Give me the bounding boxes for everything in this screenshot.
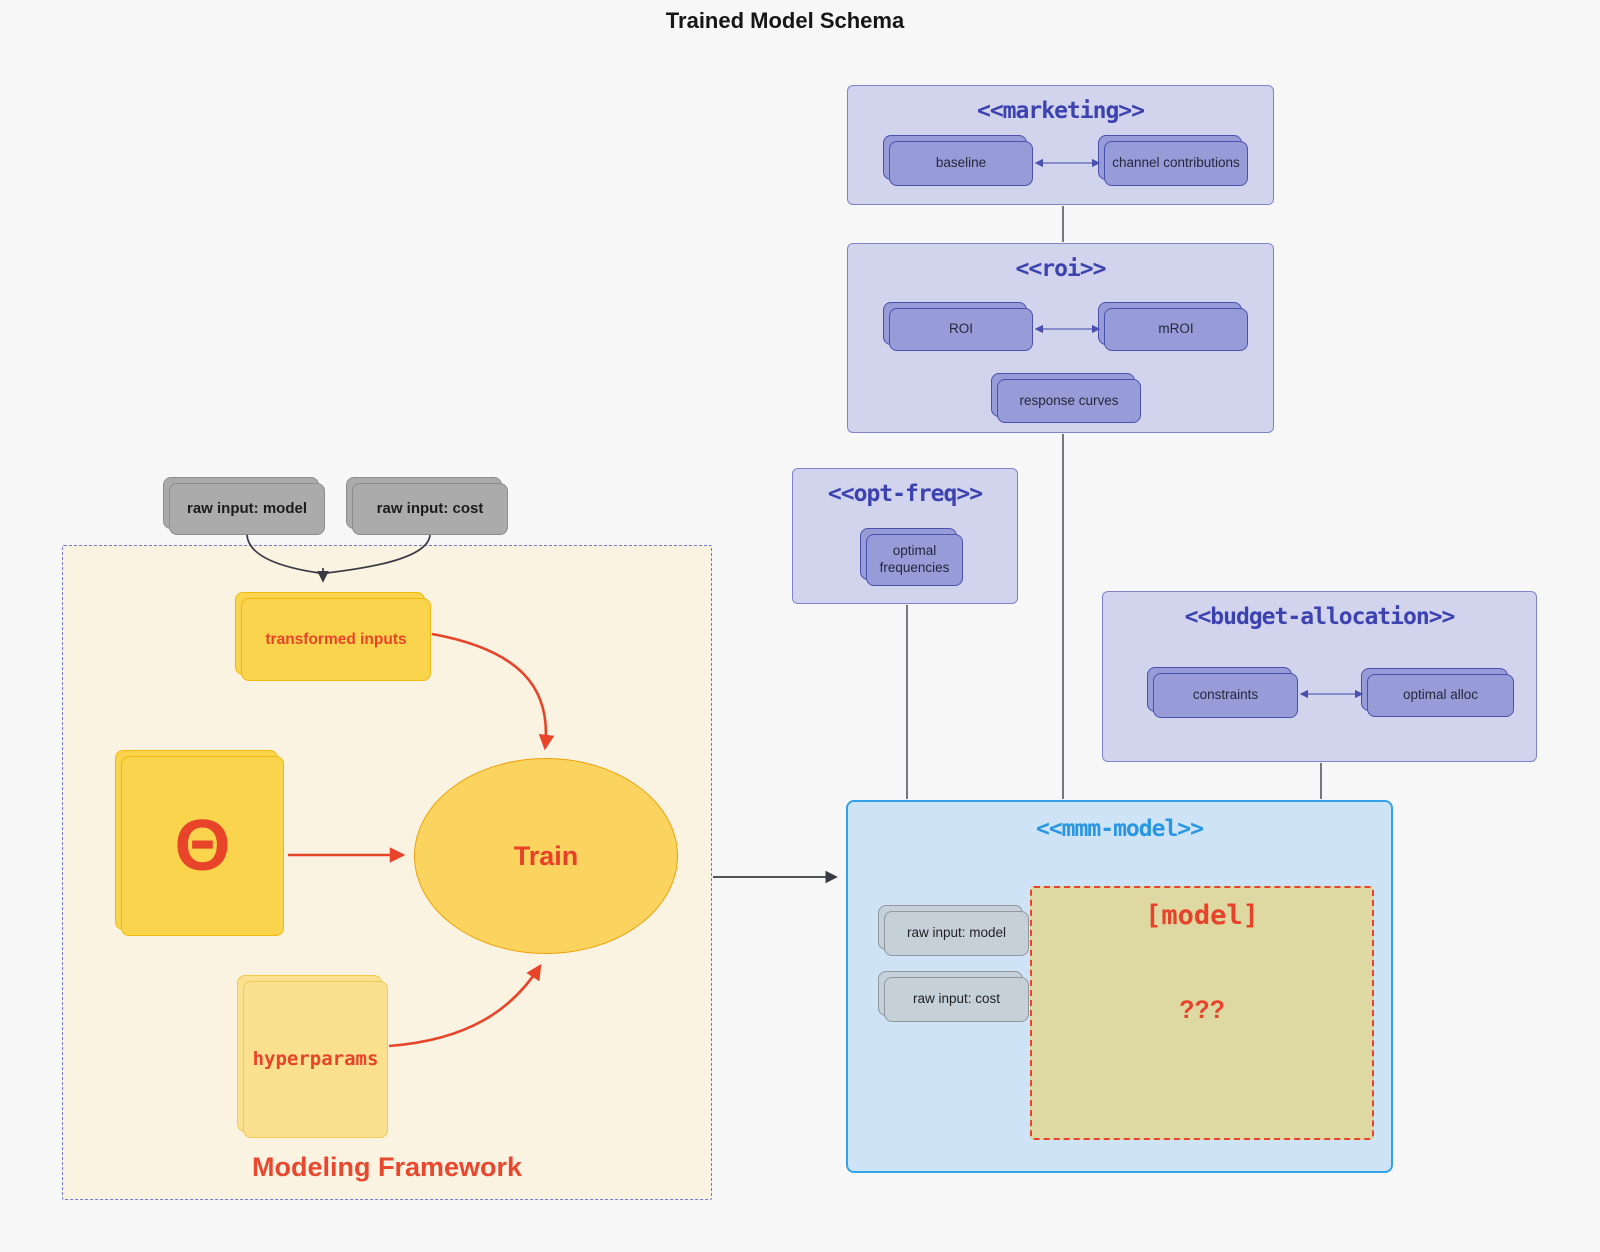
node-channel-contributions: channel contributions bbox=[1098, 135, 1248, 186]
model-placeholder-label: [model] bbox=[1145, 900, 1259, 931]
group-budget-allocation: <<budget-allocation>> constraints optima… bbox=[1102, 591, 1537, 762]
node-mroi: mROI bbox=[1098, 302, 1248, 351]
group-marketing-title: <<marketing>> bbox=[976, 98, 1145, 124]
node-response-curves: response curves bbox=[991, 373, 1141, 423]
node-transformed-inputs: transformed inputs bbox=[235, 592, 431, 681]
node-train: Train bbox=[414, 758, 678, 954]
model-unknown-label: ??? bbox=[1179, 996, 1225, 1024]
modeling-framework-label: Modeling Framework bbox=[251, 1152, 523, 1182]
node-raw-input-model: raw input: model bbox=[163, 477, 325, 535]
group-marketing: <<marketing>> baseline channel contribut… bbox=[847, 85, 1274, 205]
node-hyperparams: hyperparams bbox=[237, 975, 388, 1138]
group-budget-allocation-title: <<budget-allocation>> bbox=[1184, 604, 1456, 630]
train-label: Train bbox=[513, 840, 579, 871]
node-optimal-frequencies: optimal frequencies bbox=[860, 528, 963, 586]
node-optimal-alloc: optimal alloc bbox=[1361, 668, 1514, 717]
group-roi: <<roi>> ROI mROI response curves bbox=[847, 243, 1274, 433]
node-raw-input-cost-mmm: raw input: cost bbox=[878, 971, 1029, 1022]
node-constraints: constraints bbox=[1147, 667, 1298, 718]
group-opt-freq: <<opt-freq>> optimal frequencies bbox=[792, 468, 1018, 604]
node-baseline: baseline bbox=[883, 135, 1033, 186]
group-roi-title: <<roi>> bbox=[1015, 256, 1107, 282]
group-modeling-framework: transformed inputs Θ Train hyperparams M… bbox=[62, 545, 712, 1200]
node-raw-input-model-mmm: raw input: model bbox=[878, 905, 1029, 956]
diagram-title: Trained Model Schema bbox=[665, 8, 905, 33]
group-mmm-model: <<mmm-model>> raw input: model raw input… bbox=[846, 800, 1393, 1173]
group-mmm-model-title: <<mmm-model>> bbox=[1035, 816, 1204, 842]
node-raw-input-cost: raw input: cost bbox=[346, 477, 508, 535]
node-model-placeholder-box: [model] ??? bbox=[1030, 886, 1374, 1140]
theta-glyph: Θ bbox=[174, 806, 231, 886]
group-opt-freq-title: <<opt-freq>> bbox=[827, 481, 983, 507]
node-theta: Θ bbox=[115, 750, 284, 936]
node-roi: ROI bbox=[883, 302, 1033, 351]
